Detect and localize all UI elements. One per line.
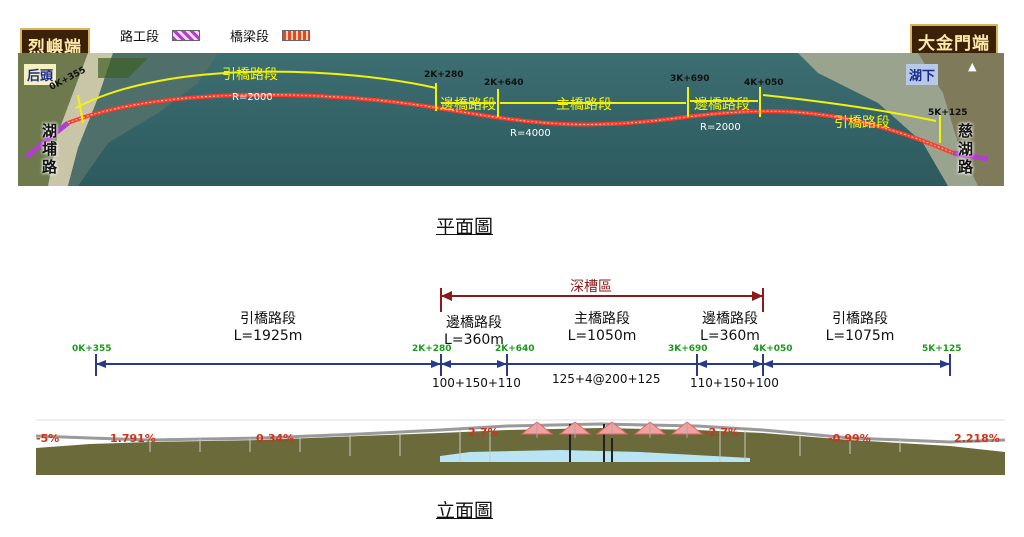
elev-chainage-3k690: 3K+690 — [668, 344, 708, 354]
plan-chainage-2k640: 2K+640 — [484, 78, 524, 88]
grade-west-ramp: -5% — [36, 432, 60, 445]
span-east-side: 110+150+100 — [690, 376, 779, 390]
grade-west-approach-1: 1.791% — [110, 432, 156, 445]
legend-road-label: 路工段 — [120, 30, 160, 45]
deep-trough-label: 深槽區 — [570, 279, 612, 295]
plan-chainage-2k280: 2K+280 — [424, 70, 464, 80]
east-road-label: 慈湖路 — [958, 122, 974, 176]
elev-chainage-2k280: 2K+280 — [412, 344, 452, 354]
dimension-arrows — [96, 360, 950, 368]
elev-chainage-5k125: 5K+125 — [922, 344, 962, 354]
elev-segment-length: L=1075m — [825, 328, 895, 344]
elev-segment-name: 邊橋路段 — [446, 315, 502, 331]
dimension-ticks — [95, 354, 951, 376]
bridge-alignment — [67, 92, 954, 155]
plan-radius-main: R=4000 — [510, 128, 551, 139]
elevation-title: 立面圖 — [436, 500, 494, 522]
elev-chainage-2k640: 2K+640 — [495, 344, 535, 354]
pylon-towers — [536, 422, 688, 438]
grade-west-approach-2: 0.34% — [256, 432, 295, 445]
elev-segment-name: 引橋路段 — [832, 311, 888, 327]
legend-bridge-label: 橋梁段 — [230, 30, 270, 45]
elev-segment-length: L=1050m — [567, 328, 637, 344]
elev-segment-name: 主橋路段 — [574, 311, 630, 327]
legend-bridge-swatch — [282, 30, 310, 41]
elev-segment-name: 邊橋路段 — [702, 311, 758, 327]
elev-chainage-0k355: 0K+355 — [72, 344, 112, 354]
grade-east-approach: -0.99% — [828, 432, 871, 445]
elev-chainage-4k050: 4K+050 — [753, 344, 793, 354]
elev-segment-main: 主橋路段 L=1050m — [544, 308, 660, 344]
elev-segment-east-side: 邊橋路段 L=360m — [676, 308, 784, 344]
plan-segment-west-side: 邊橋路段 — [440, 97, 496, 113]
plan-title: 平面圖 — [436, 216, 494, 238]
plan-segment-main: 主橋路段 — [556, 97, 612, 113]
plan-arrow-east-approach — [762, 94, 937, 122]
plan-segment-east-side: 邊橋路段 — [694, 97, 750, 113]
deep-trough-arrow-left — [441, 291, 452, 301]
plan-segment-west-approach: 引橋路段 — [222, 67, 278, 83]
legend-road-swatch — [172, 30, 200, 41]
grade-east-ramp: 2.218% — [954, 432, 1000, 445]
plan-arrow-west-approach — [75, 70, 437, 109]
elev-segment-west-approach: 引橋路段 L=1925m — [178, 308, 358, 344]
elev-segment-length: L=360m — [700, 328, 760, 344]
span-main: 125+4@200+125 — [552, 372, 661, 386]
west-village-label: 后頭 — [24, 64, 57, 85]
grade-up: 2.7% — [468, 426, 499, 439]
east-road-section — [952, 150, 989, 162]
span-west-side: 100+150+110 — [432, 376, 521, 390]
plan-view-aerial — [18, 53, 1004, 186]
bridge-piers — [149, 428, 901, 462]
west-fields — [98, 58, 148, 78]
elev-segment-name: 引橋路段 — [240, 311, 296, 327]
water-channel — [440, 450, 750, 462]
west-land — [18, 53, 88, 186]
plan-chainage-5k125: 5K+125 — [928, 108, 968, 118]
elev-segment-length: L=1925m — [233, 328, 303, 344]
east-village-label: 湖下 — [906, 64, 939, 85]
east-flats — [798, 53, 978, 186]
north-arrow-icon: ▲ — [968, 60, 977, 73]
elev-segment-length: L=360m — [444, 332, 504, 348]
grade-down: -2.7% — [704, 426, 740, 439]
plan-radius-west: R=2000 — [232, 92, 273, 103]
west-road-section — [24, 121, 70, 159]
west-shallows — [68, 53, 218, 186]
elev-segment-west-side: 邊橋路段 L=360m — [420, 312, 528, 348]
plan-segment-east-approach: 引橋路段 — [834, 115, 890, 131]
west-road-label: 湖埔路 — [42, 122, 58, 176]
deep-trough-arrow-right — [752, 291, 763, 301]
plan-radius-east: R=2000 — [700, 122, 741, 133]
plan-chainage-4k050: 4K+050 — [744, 78, 784, 88]
east-land — [918, 53, 1004, 186]
elev-segment-east-approach: 引橋路段 L=1075m — [800, 308, 920, 344]
plan-chainage-3k690: 3K+690 — [670, 74, 710, 84]
